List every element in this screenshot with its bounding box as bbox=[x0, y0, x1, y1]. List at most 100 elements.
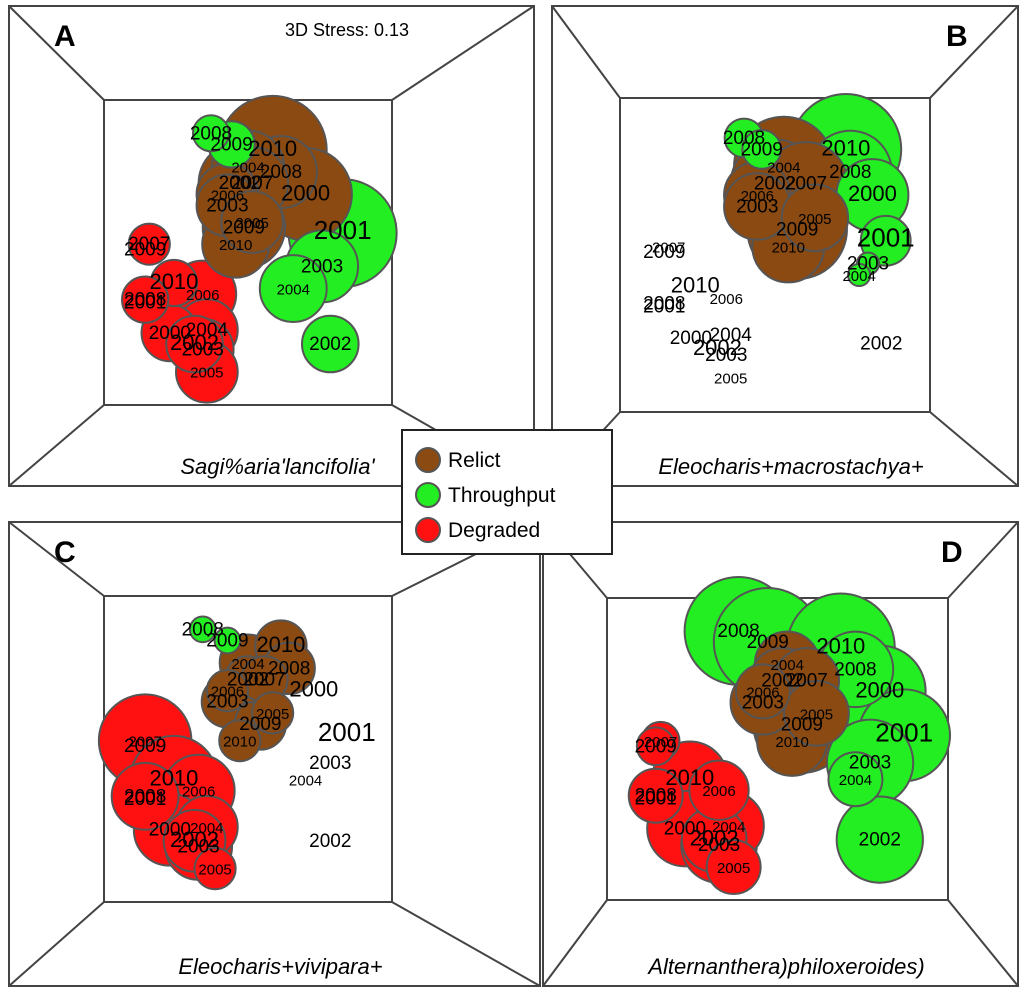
point-label: 2001 bbox=[124, 292, 166, 313]
point-label: 2008 bbox=[260, 162, 302, 183]
point-label: 2009 bbox=[206, 631, 248, 652]
panel-letter: A bbox=[54, 20, 76, 53]
point-label: 2008 bbox=[829, 162, 871, 183]
legend-label-throughput: Throughput bbox=[448, 484, 556, 507]
point-label: 2000 bbox=[281, 180, 330, 205]
point-label: 2001 bbox=[875, 717, 933, 747]
point-label: 2007 bbox=[652, 239, 685, 256]
point-label: 2007 bbox=[243, 669, 285, 690]
point-label: 2000 bbox=[848, 181, 897, 206]
point-label: 2010 bbox=[149, 766, 198, 791]
point-label: 2000 bbox=[149, 323, 191, 344]
point-label: 2002 bbox=[309, 831, 351, 852]
point-label: 2009 bbox=[781, 714, 823, 735]
point-label: 2008 bbox=[635, 786, 677, 807]
point-label: 2001 bbox=[318, 717, 376, 747]
point-label: 2005 bbox=[256, 706, 289, 723]
point-label: 2004 bbox=[767, 160, 800, 177]
point-label: 2003 bbox=[177, 836, 219, 857]
point-label: 2004 bbox=[712, 819, 745, 836]
point-label: 2002 bbox=[693, 335, 742, 360]
bubble-relict bbox=[780, 183, 850, 253]
point-label: 2004 bbox=[190, 820, 223, 837]
panel-perspective-edge bbox=[8, 521, 105, 597]
point-label: 2009 bbox=[124, 240, 166, 261]
bubble-throughput bbox=[213, 626, 242, 655]
point-label: 2000 bbox=[670, 328, 712, 349]
bubble-throughput bbox=[835, 795, 924, 884]
point-label: 2008 bbox=[124, 290, 166, 311]
point-label: 2004 bbox=[277, 282, 310, 299]
legend-swatch-throughput bbox=[415, 482, 441, 508]
point-label: 2009 bbox=[643, 242, 685, 263]
point-label: 2006 bbox=[211, 684, 244, 701]
point-label: 2005 bbox=[800, 706, 833, 723]
stress-label: 3D Stress: 0.13 bbox=[285, 20, 409, 40]
point-label: 2007 bbox=[128, 734, 161, 751]
point-label: 2004 bbox=[842, 268, 875, 285]
panel-species-title: Eleocharis+macrostachya+ bbox=[658, 454, 924, 479]
panel-perspective-edge bbox=[8, 901, 105, 987]
panel-letter: B bbox=[946, 20, 968, 53]
point-label: 2010 bbox=[772, 239, 805, 256]
point-label: 2007 bbox=[644, 734, 677, 751]
point-label: 2003 bbox=[206, 195, 248, 216]
point-label: 2000 bbox=[149, 820, 191, 841]
panel-perspective-edge bbox=[391, 5, 535, 101]
point-label: 2010 bbox=[665, 765, 714, 790]
bubble-relict bbox=[734, 663, 791, 720]
bubble-relict bbox=[220, 190, 284, 254]
point-label: 2010 bbox=[821, 135, 870, 160]
point-label: 2001 bbox=[857, 223, 915, 253]
point-label: 2003 bbox=[847, 254, 889, 275]
panel-letter: C bbox=[54, 536, 76, 569]
point-label: 2009 bbox=[223, 218, 265, 239]
panel-species-title: Sagi%aria'lancifolia' bbox=[180, 454, 375, 479]
point-label: 2009 bbox=[210, 134, 252, 155]
panel-perspective-edge bbox=[8, 5, 105, 101]
point-label: 2003 bbox=[301, 256, 343, 277]
panel-perspective-edge bbox=[947, 899, 1019, 987]
point-label: 2010 bbox=[816, 633, 865, 658]
bubble-degraded bbox=[627, 767, 684, 824]
point-label: 2010 bbox=[149, 269, 198, 294]
bubble-throughput bbox=[847, 262, 872, 288]
bubble-throughput bbox=[741, 129, 783, 170]
panel-perspective-edge bbox=[8, 404, 105, 487]
point-label: 2003 bbox=[309, 753, 351, 774]
point-label: 2003 bbox=[705, 345, 747, 366]
point-label: 2004 bbox=[771, 657, 804, 674]
point-label: 2005 bbox=[714, 371, 747, 388]
point-label: 2006 bbox=[186, 287, 219, 304]
point-label: 2006 bbox=[710, 291, 743, 308]
point-label: 2008 bbox=[643, 294, 685, 315]
bubble-degraded bbox=[110, 761, 180, 831]
point-label: 2005 bbox=[798, 211, 831, 228]
point-label: 2004 bbox=[186, 320, 229, 341]
panel-species-title: Alternanthera)philoxeroides) bbox=[646, 954, 924, 979]
legend-label-degraded: Degraded bbox=[448, 519, 540, 542]
panel-perspective-edge bbox=[391, 901, 541, 987]
point-label: 2002 bbox=[309, 334, 351, 355]
point-label: 2006 bbox=[741, 188, 774, 205]
point-label: 2009 bbox=[747, 632, 789, 653]
panel-perspective-edge bbox=[929, 411, 1019, 487]
point-label: 2009 bbox=[635, 736, 677, 757]
legend-swatch-degraded bbox=[415, 517, 441, 543]
point-label: 2007 bbox=[786, 670, 828, 691]
point-label: 2003 bbox=[736, 196, 778, 217]
point-label: 2000 bbox=[664, 819, 706, 840]
point-label: 2001 bbox=[124, 789, 166, 810]
bubble-relict bbox=[205, 669, 250, 713]
point-label: 2003 bbox=[206, 692, 248, 713]
bubble-degraded bbox=[121, 275, 170, 324]
point-label: 2010 bbox=[248, 136, 297, 161]
point-label: 2002 bbox=[219, 173, 261, 194]
point-label: 2008 bbox=[723, 128, 765, 149]
point-label: 2004 bbox=[710, 325, 753, 346]
point-label: 2000 bbox=[289, 677, 338, 702]
point-label: 2002 bbox=[754, 174, 796, 195]
panel-species-title: Eleocharis+vivipara+ bbox=[178, 954, 382, 979]
